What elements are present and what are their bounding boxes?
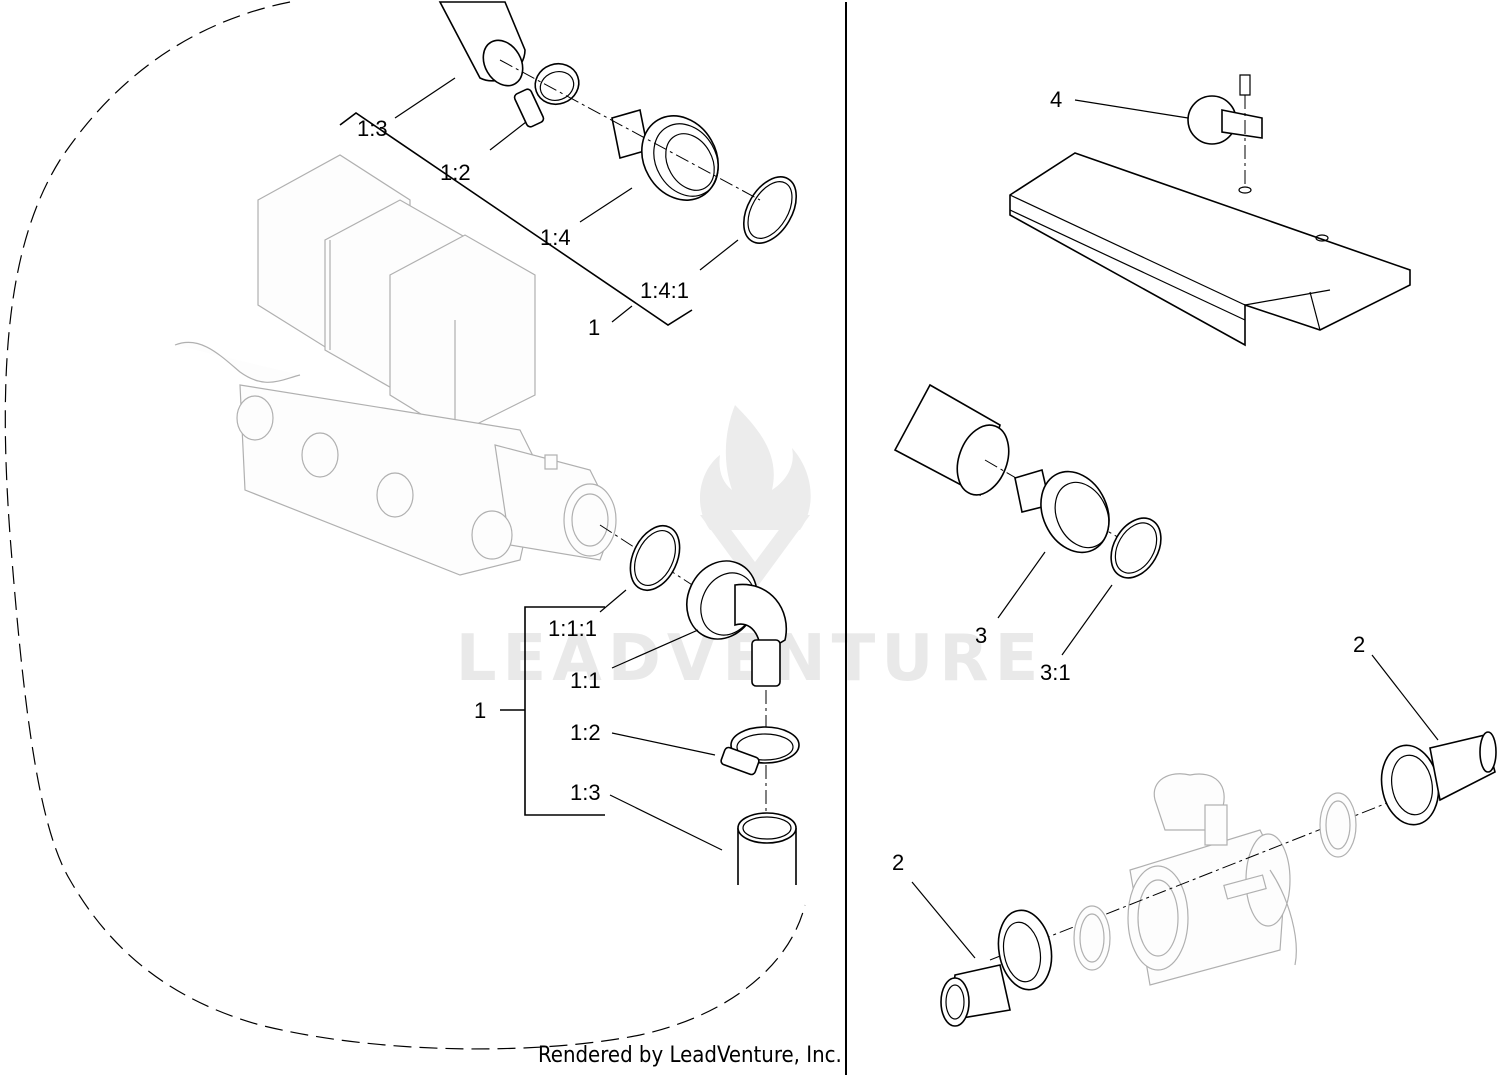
valve-manifold-faded [174,154,617,576]
watermark: LEADVENTURE [456,405,1045,696]
callout-1-4-1: 1:4:1 [640,278,689,303]
leader-2-bottom [911,881,976,959]
callout-1-3-upper: 1:3 [357,116,388,141]
hose-barb-fitting-upper [611,108,719,201]
leader-3-1 [1061,584,1113,656]
mounting-bracket [1009,152,1411,347]
o-ring-right [1110,517,1162,579]
leader-lines-lower [599,589,723,851]
callout-1-2-lower: 1:2 [570,720,601,745]
watermark-text: LEADVENTURE [456,622,1045,696]
leader-4 [1074,99,1189,119]
callout-3-1: 3:1 [1040,660,1071,685]
callout-4: 4 [1050,87,1062,112]
callout-1-4: 1:4 [540,225,571,250]
hose-route-dashed-outline [4,1,806,1050]
leader-lines-upper [394,77,739,323]
o-ring-lower [629,525,681,591]
hose-clamp-upper [513,62,580,128]
callout-2-bottom: 2 [892,850,904,875]
hose-clamp-lower [720,726,800,776]
upper-hose-assembly [438,1,798,244]
leader-2-top [1371,654,1439,741]
callout-2-top: 2 [1353,632,1365,657]
hose-adapter-left [940,909,1053,1027]
bracket-upper-group [339,112,693,326]
lower-hose-assembly [599,524,800,885]
callout-1-3-lower: 1:3 [570,780,601,805]
callout-1-lower: 1 [474,698,486,723]
o-ring-upper [742,176,798,244]
hose-right [893,383,1010,497]
gasket-left [1073,905,1111,971]
watermark-flame-logo [699,405,811,590]
p-clip [1187,74,1263,185]
callout-1-upper: 1 [588,315,600,340]
flow-meter-faded [1127,773,1297,986]
bracket-lower-group [500,606,605,816]
hose-upper-end [482,39,524,87]
assembly-axis-right [984,459,1141,551]
hose-lower [737,812,797,885]
hose-barb-fitting-right [1014,468,1110,554]
hose-adapter-right [1380,731,1497,826]
leader-3 [997,551,1046,619]
callout-1-2-upper: 1:2 [440,160,471,185]
callout-1-1-1: 1:1:1 [548,616,597,641]
credit-text: Rendered by LeadVenture, Inc. [538,1043,842,1068]
callout-1-1: 1:1 [570,668,601,693]
gasket-right [1319,792,1357,858]
callout-3: 3 [975,623,987,648]
elbow-fitting [686,560,788,687]
